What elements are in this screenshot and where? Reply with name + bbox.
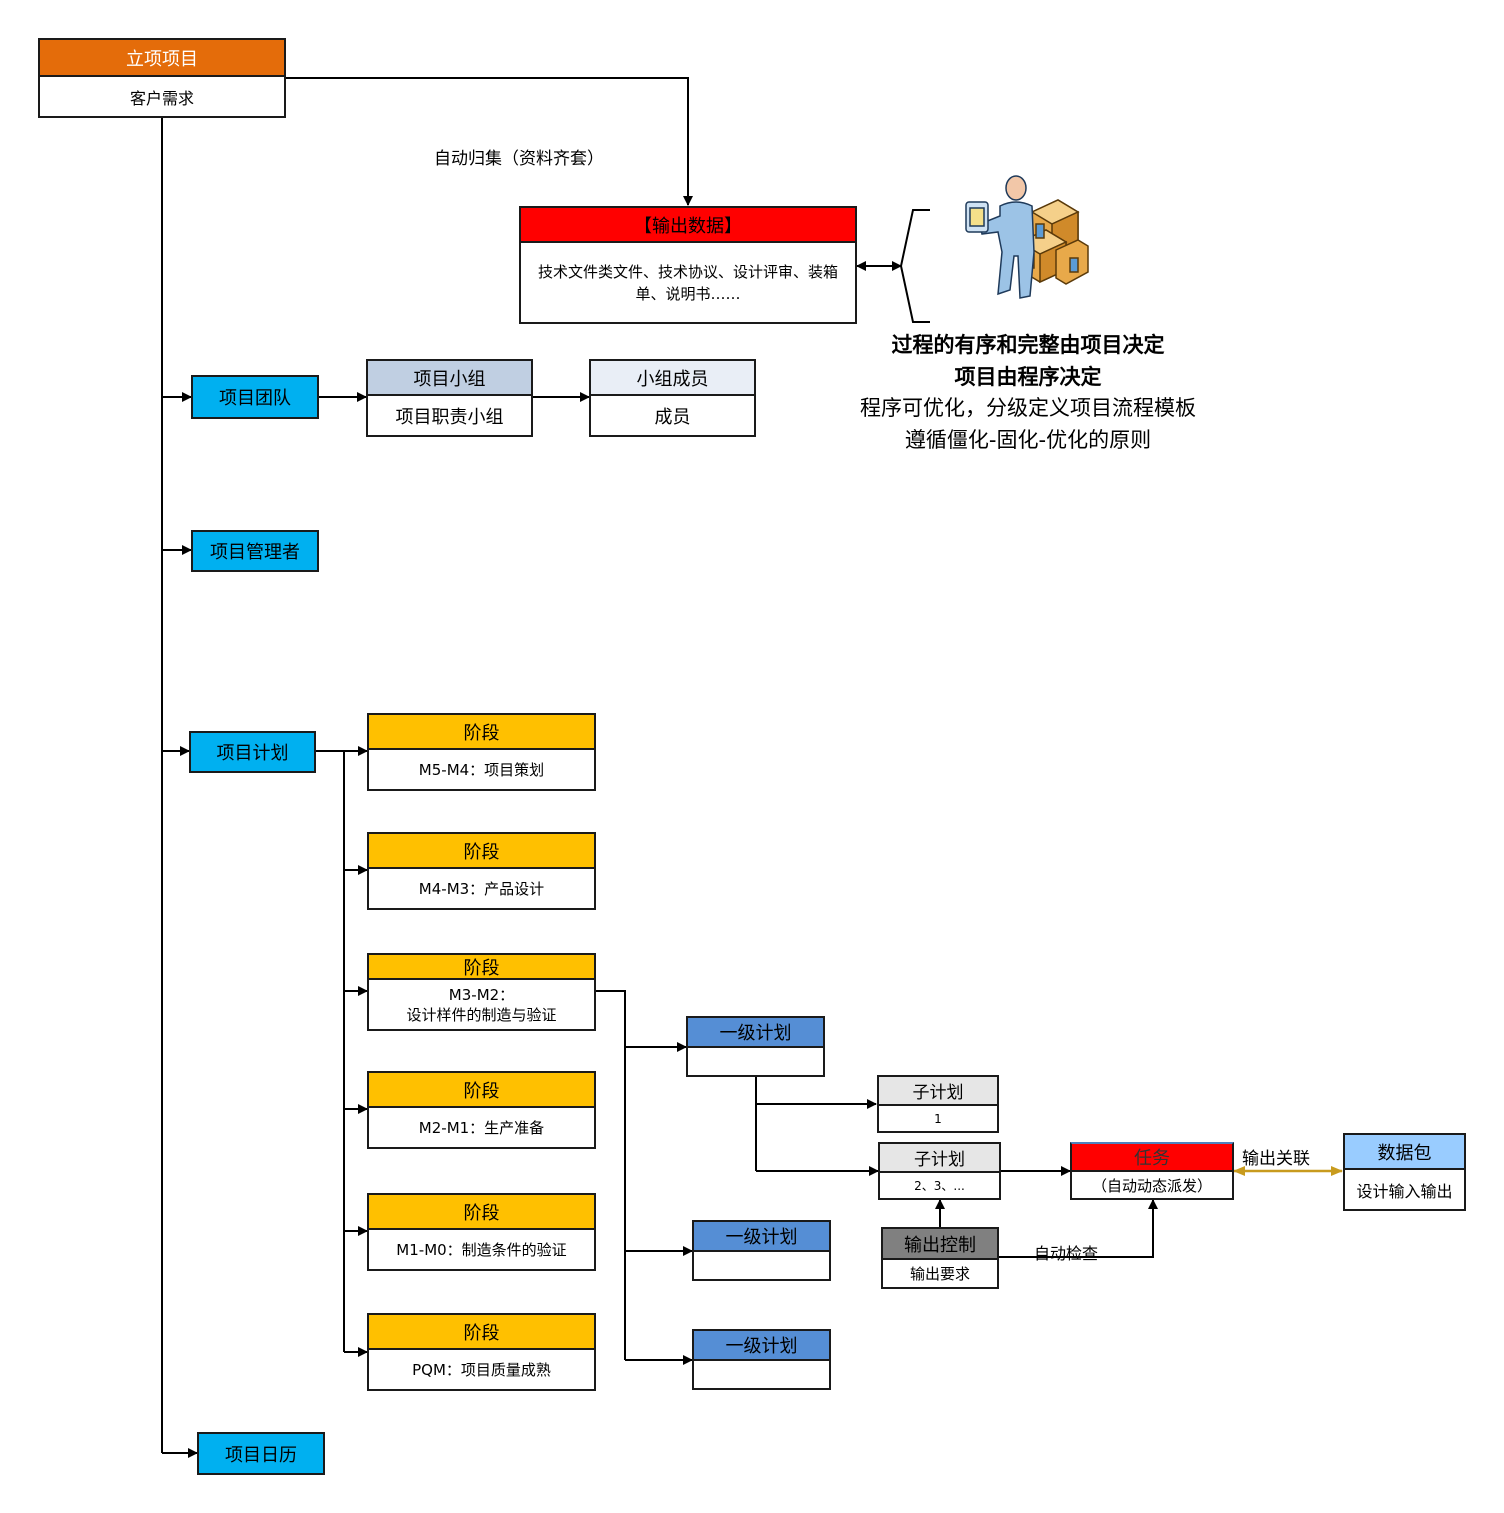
output-data-body: 技术文件类文件、技术协议、设计评审、装箱单、说明书…… [537,262,838,303]
note-line-3: 程序可优化，分级定义项目流程模板 [860,396,1196,420]
stage-body: M4-M3：产品设计 [418,880,545,898]
stage-body: M1-M0：制造条件的验证 [396,1241,567,1259]
stage-box[interactable]: 阶段 M3-M2： 设计样件的制造与验证 [367,953,596,1031]
task-title: 任务 [1072,1144,1232,1172]
level1-plan-title: 一级计划 [694,1331,829,1361]
auto-check-label: 自动检查 [1034,1244,1099,1263]
branch-project-plan[interactable]: 项目计划 [189,731,316,773]
output-control-body: 输出要求 [909,1265,970,1283]
stage-title: 阶段 [369,834,594,869]
sub-plan-body: 2、3、... [914,1179,965,1193]
stage-body: M5-M4：项目策划 [418,761,545,779]
stage-body: PQM：项目质量成熟 [412,1361,551,1379]
output-link-label: 输出关联 [1242,1149,1310,1169]
data-package-body: 设计输入输出 [1356,1181,1453,1201]
level1-plan-body [694,1361,829,1388]
brace [899,209,930,323]
level1-plan-title: 一级计划 [694,1222,829,1252]
sub-plan-box[interactable]: 子计划 1 [877,1075,999,1133]
output-control-box[interactable]: 输出控制 输出要求 [881,1227,999,1289]
output-data-box[interactable]: 【输出数据】 技术文件类文件、技术协议、设计评审、装箱单、说明书…… [519,206,857,324]
person-with-packages-icon [965,175,1089,299]
connector-root-to-output [285,77,693,206]
data-package-box[interactable]: 数据包 设计输入输出 [1343,1133,1466,1211]
task-body: （自动动态派发） [1091,1176,1212,1195]
root-project-subtitle: 客户需求 [129,88,194,108]
stage-body: M3-M2： 设计样件的制造与验证 [369,980,594,1029]
branch-project-team[interactable]: 项目团队 [191,375,319,419]
task-box[interactable]: 任务 （自动动态派发） [1070,1142,1234,1200]
connector-auto-check [998,1199,1158,1258]
stage-box[interactable]: 阶段 PQM：项目质量成熟 [367,1313,596,1391]
team-group-box[interactable]: 项目小组 项目职责小组 [366,359,533,437]
level1-plan-body [688,1048,823,1075]
note-line-4: 遵循僵化-固化-优化的原则 [904,427,1152,452]
output-data-title: 【输出数据】 [521,208,855,243]
branch-project-calendar[interactable]: 项目日历 [197,1432,325,1475]
stage-title: 阶段 [369,1073,594,1108]
auto-collect-label: 自动归集（资料齐套） [434,149,604,169]
sub-plan-body: 1 [934,1111,942,1126]
note-line-2: 项目由程序决定 [954,364,1102,389]
team-members-box[interactable]: 小组成员 成员 [589,359,756,437]
root-project-title: 立项项目 [40,40,284,77]
team-group-title: 项目小组 [368,361,531,396]
stage-body-line-2: 设计样件的制造与验证 [406,1005,557,1024]
level1-plan-box[interactable]: 一级计划 [686,1016,825,1077]
stage-box[interactable]: 阶段 M1-M0：制造条件的验证 [367,1193,596,1271]
team-members-title: 小组成员 [591,361,754,396]
stage-box[interactable]: 阶段 M4-M3：产品设计 [367,832,596,910]
stage-box[interactable]: 阶段 M2-M1：生产准备 [367,1071,596,1149]
root-project-box[interactable]: 立项项目 客户需求 [38,38,286,118]
note-line-1: 过程的有序和完整由项目决定 [891,333,1165,357]
team-members-body: 成员 [654,406,691,428]
level1-plan-body [694,1252,829,1279]
stage-title: 阶段 [369,715,594,750]
sub-plan-title: 子计划 [880,1144,999,1173]
stage-body: M2-M1：生产准备 [418,1119,545,1137]
connector-stage3-trunk [595,990,626,1360]
stage-body-line-1: M3-M2： [448,985,515,1004]
stage-title: 阶段 [369,955,594,980]
data-package-title: 数据包 [1345,1135,1464,1170]
level1-plan-box[interactable]: 一级计划 [692,1329,831,1390]
sub-plan-box[interactable]: 子计划 2、3、... [878,1142,1001,1200]
stage-title: 阶段 [369,1195,594,1230]
stage-box[interactable]: 阶段 M5-M4：项目策划 [367,713,596,791]
level1-plan-box[interactable]: 一级计划 [692,1220,831,1281]
stage-title: 阶段 [369,1315,594,1350]
branch-project-manager[interactable]: 项目管理者 [191,530,319,572]
principles-notes: 过程的有序和完整由项目决定 项目由程序决定 程序可优化，分级定义项目流程模板 遵… [820,330,1236,456]
sub-plan-title: 子计划 [879,1077,997,1106]
team-group-body: 项目职责小组 [395,406,504,428]
level1-plan-title: 一级计划 [688,1018,823,1048]
output-control-title: 输出控制 [883,1229,997,1260]
